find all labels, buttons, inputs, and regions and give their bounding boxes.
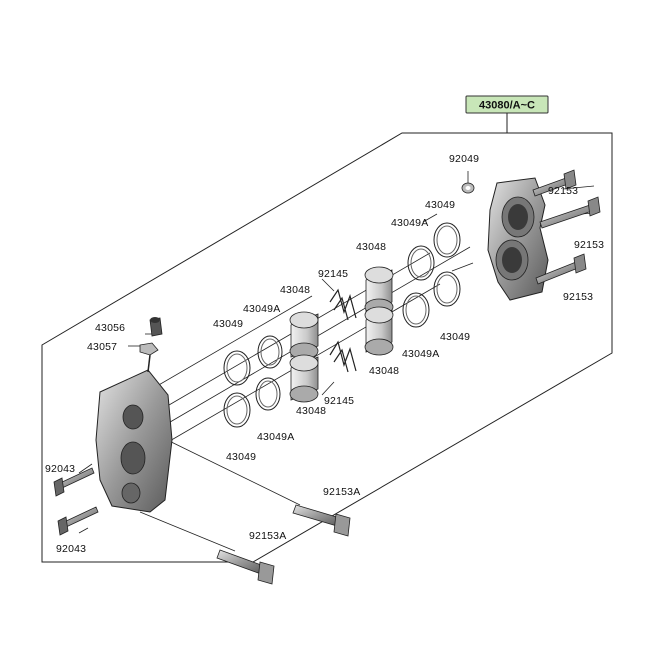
- assembly-code-text: 43080/A~C: [479, 100, 535, 112]
- label-43049A-c: 43049A: [243, 303, 280, 315]
- label-43056: 43056: [95, 322, 125, 334]
- label-92153A-lower: 92153A: [249, 530, 286, 542]
- label-43049A-d: 43049A: [257, 431, 294, 443]
- caliper-right-half: [487, 177, 549, 301]
- label-43048-b: 43048: [280, 284, 310, 296]
- label-43049A-a: 43049A: [391, 217, 428, 229]
- bleeder-cap-43056: [149, 317, 163, 337]
- piston-left-lower: [289, 354, 319, 403]
- label-92145-b: 92145: [324, 395, 354, 407]
- label-43049A-b: 43049A: [402, 348, 439, 360]
- label-43048-d: 43048: [296, 405, 326, 417]
- label-92043-upper: 92043: [45, 463, 75, 475]
- label-92153A-upper: 92153A: [323, 486, 360, 498]
- label-43048-a: 43048: [356, 241, 386, 253]
- assembly-code-badge: 43080/A~C: [465, 95, 549, 114]
- label-43049-a: 43049: [425, 199, 455, 211]
- label-92145-a: 92145: [318, 268, 348, 280]
- label-43049-c: 43049: [213, 318, 243, 330]
- piston-right-lower: [364, 306, 394, 356]
- bolt-92153-mid: [539, 196, 601, 229]
- screw-92043-upper: [53, 467, 95, 497]
- label-92153-mid: 92153: [574, 239, 604, 251]
- bolt-92153-low: [535, 253, 587, 285]
- seal-rings-left: [223, 335, 283, 428]
- label-43057: 43057: [87, 341, 117, 353]
- bolt-92153-top: [532, 169, 577, 197]
- bleeder-valve-43057: [139, 342, 159, 373]
- seal-rings-right: [402, 222, 461, 328]
- label-43049-b: 43049: [440, 331, 470, 343]
- pad-spring-lower: [329, 340, 357, 373]
- screw-92043-lower: [57, 506, 99, 536]
- label-92153-low: 92153: [563, 291, 593, 303]
- mount-bolt-92153A-upper: [292, 504, 351, 537]
- label-92043-lower: 92043: [56, 543, 86, 555]
- label-92049: 92049: [449, 153, 479, 165]
- mount-bolt-92153A-lower: [216, 549, 275, 585]
- piston-left-upper: [289, 311, 319, 360]
- washer-92049: [461, 182, 475, 194]
- label-43049-d: 43049: [226, 451, 256, 463]
- pad-spring-upper: [329, 288, 357, 321]
- part-labels: 92049 92153 92153 92153 43049 43049A 430…: [45, 153, 604, 555]
- label-43048-c: 43048: [369, 365, 399, 377]
- assembly-frame: [41, 113, 613, 563]
- caliper-left-half: [95, 369, 173, 513]
- label-92153-top: 92153: [548, 185, 578, 197]
